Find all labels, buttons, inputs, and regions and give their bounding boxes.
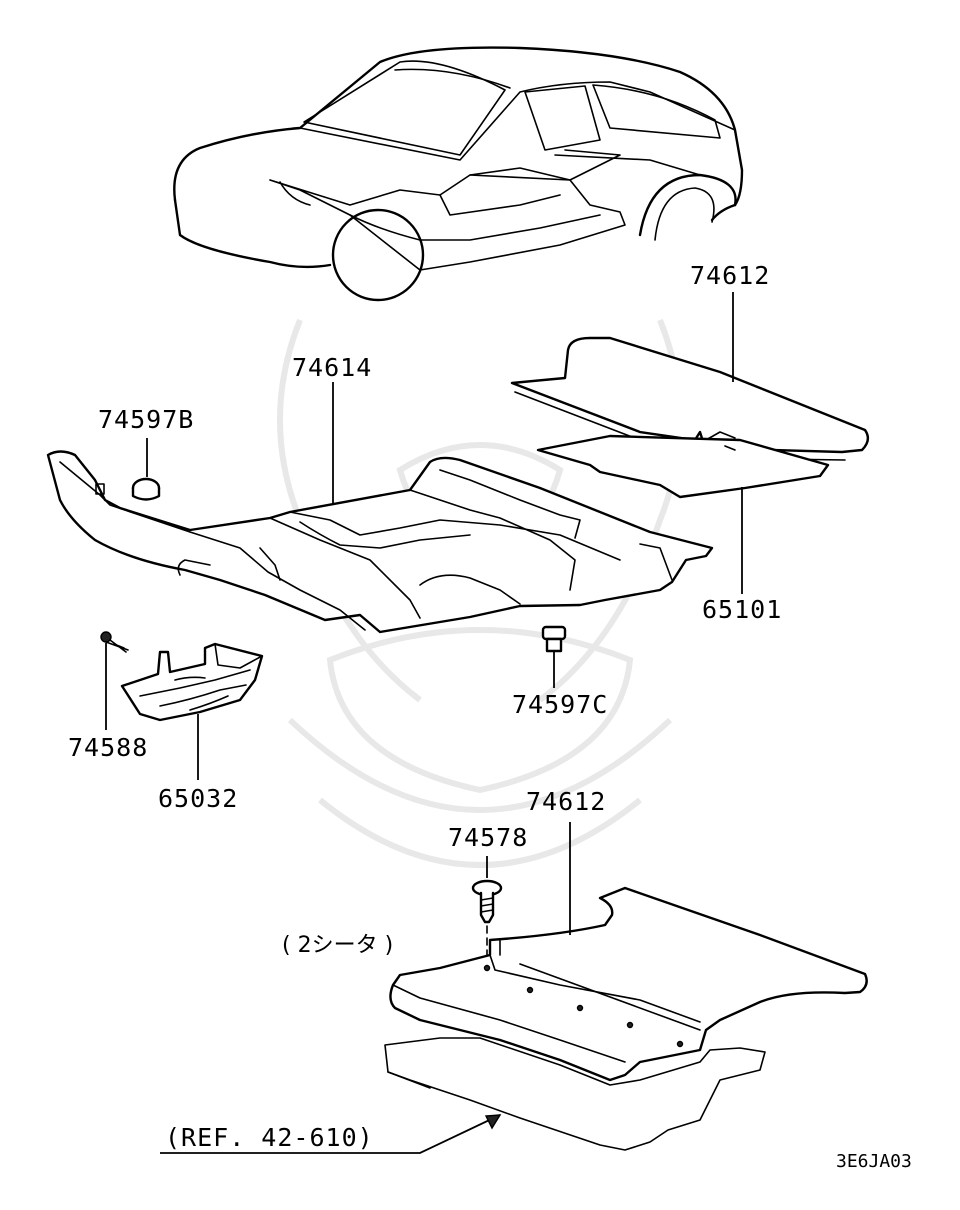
rear-carpet-lower (389, 886, 868, 1082)
callout-74612-lower: 74612 (526, 787, 606, 816)
callout-74597b: 74597B (98, 405, 194, 434)
clip-74578 (471, 879, 503, 924)
floor-panel-ref (384, 1037, 766, 1151)
callout-65101: 65101 (702, 595, 782, 624)
callout-65032: 65032 (158, 784, 238, 813)
callout-74612-upper: 74612 (690, 261, 770, 290)
reference-note: (REF. 42-610) (165, 1123, 374, 1152)
callout-74588: 74588 (68, 733, 148, 762)
rear-floor-pad (536, 434, 830, 499)
diagram-code: 3E6JA03 (836, 1151, 912, 1172)
callout-74614: 74614 (292, 353, 372, 382)
plug-74597b (131, 477, 161, 501)
callout-74597c: 74597C (512, 690, 608, 719)
main-floor-carpet (46, 450, 714, 634)
car-body-outline (173, 46, 744, 302)
bracket-65032 (120, 642, 264, 722)
plug-74597c (541, 625, 567, 653)
screw-74588 (100, 631, 129, 653)
callout-74578: 74578 (448, 823, 528, 852)
seater-note: ( 2シータ ) (282, 933, 393, 958)
